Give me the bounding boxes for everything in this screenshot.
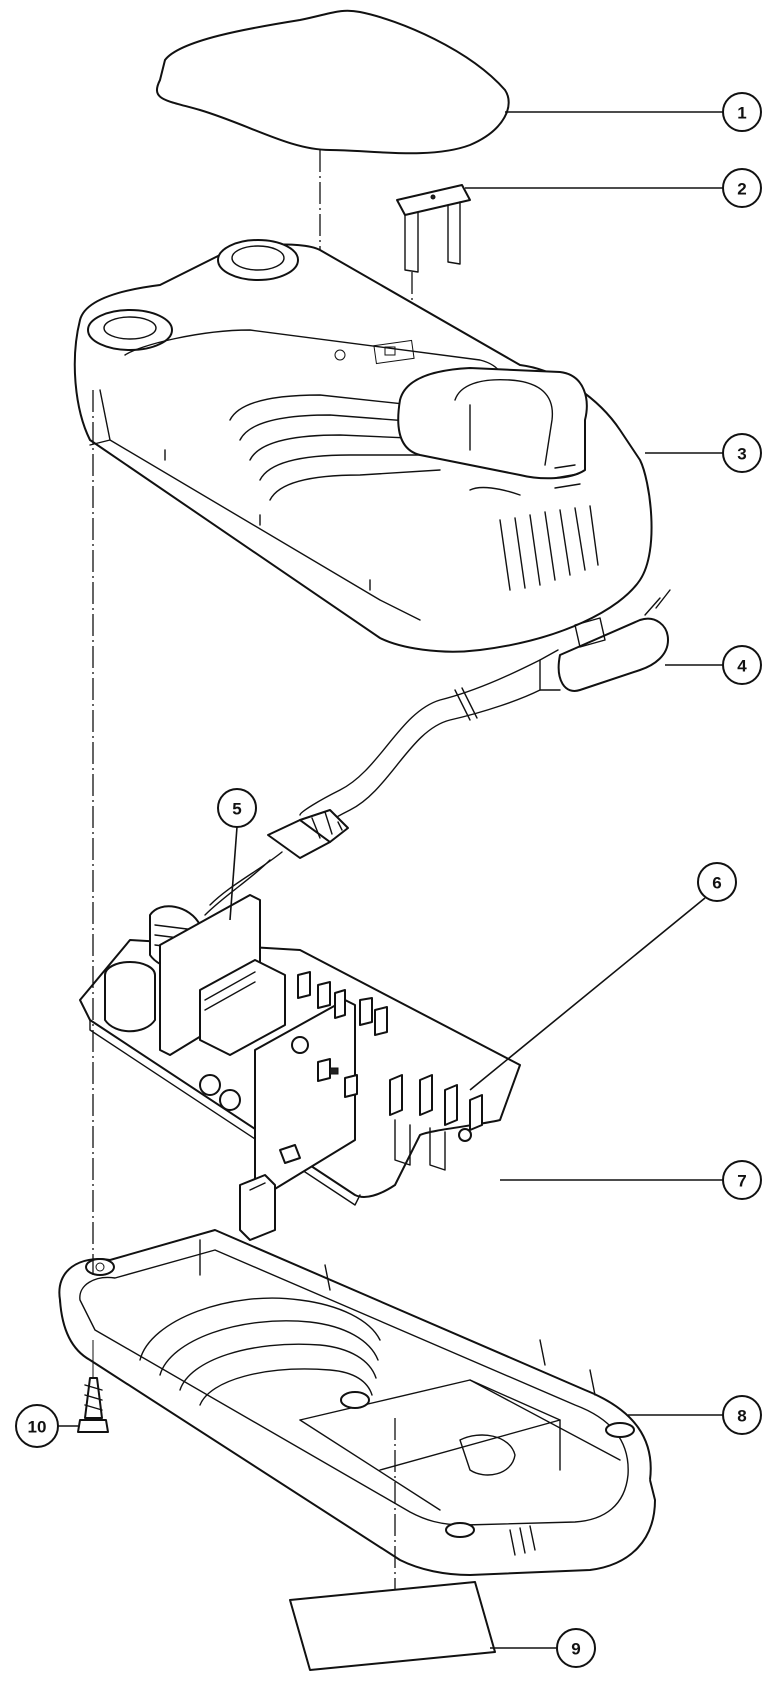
callout-10: 10 [15,1404,59,1448]
callout-9: 9 [556,1628,596,1668]
callout-3: 3 [722,433,762,473]
callout-6-label: 6 [712,874,721,893]
circuit-board [79,894,521,1206]
mains-plug [299,589,671,836]
lower-housing [58,1174,656,1576]
callout-8: 8 [722,1395,762,1435]
callout-5-label: 5 [232,800,241,819]
screw [77,1377,109,1433]
callout-4-label: 4 [737,657,747,676]
label-top [155,9,510,155]
callout-5: 5 [217,788,257,828]
callout-3-label: 3 [737,445,746,464]
battery-contacts [389,1074,483,1171]
callout-7-label: 7 [737,1172,746,1191]
callout-7: 7 [722,1160,762,1200]
cable-strain-relief [204,809,349,916]
callout-1-label: 1 [737,104,746,123]
leader-lines [58,111,723,1649]
callout-1: 1 [722,92,762,132]
callout-4: 4 [722,645,762,685]
upper-housing [73,239,653,653]
callout-10-label: 10 [28,1418,47,1437]
clip [396,184,471,273]
callout-9-label: 9 [571,1640,580,1659]
label-bottom [289,1581,496,1671]
callout-2-label: 2 [737,180,746,199]
callout-2: 2 [722,168,762,208]
callout-6: 6 [697,862,737,902]
callout-8-label: 8 [737,1407,746,1426]
